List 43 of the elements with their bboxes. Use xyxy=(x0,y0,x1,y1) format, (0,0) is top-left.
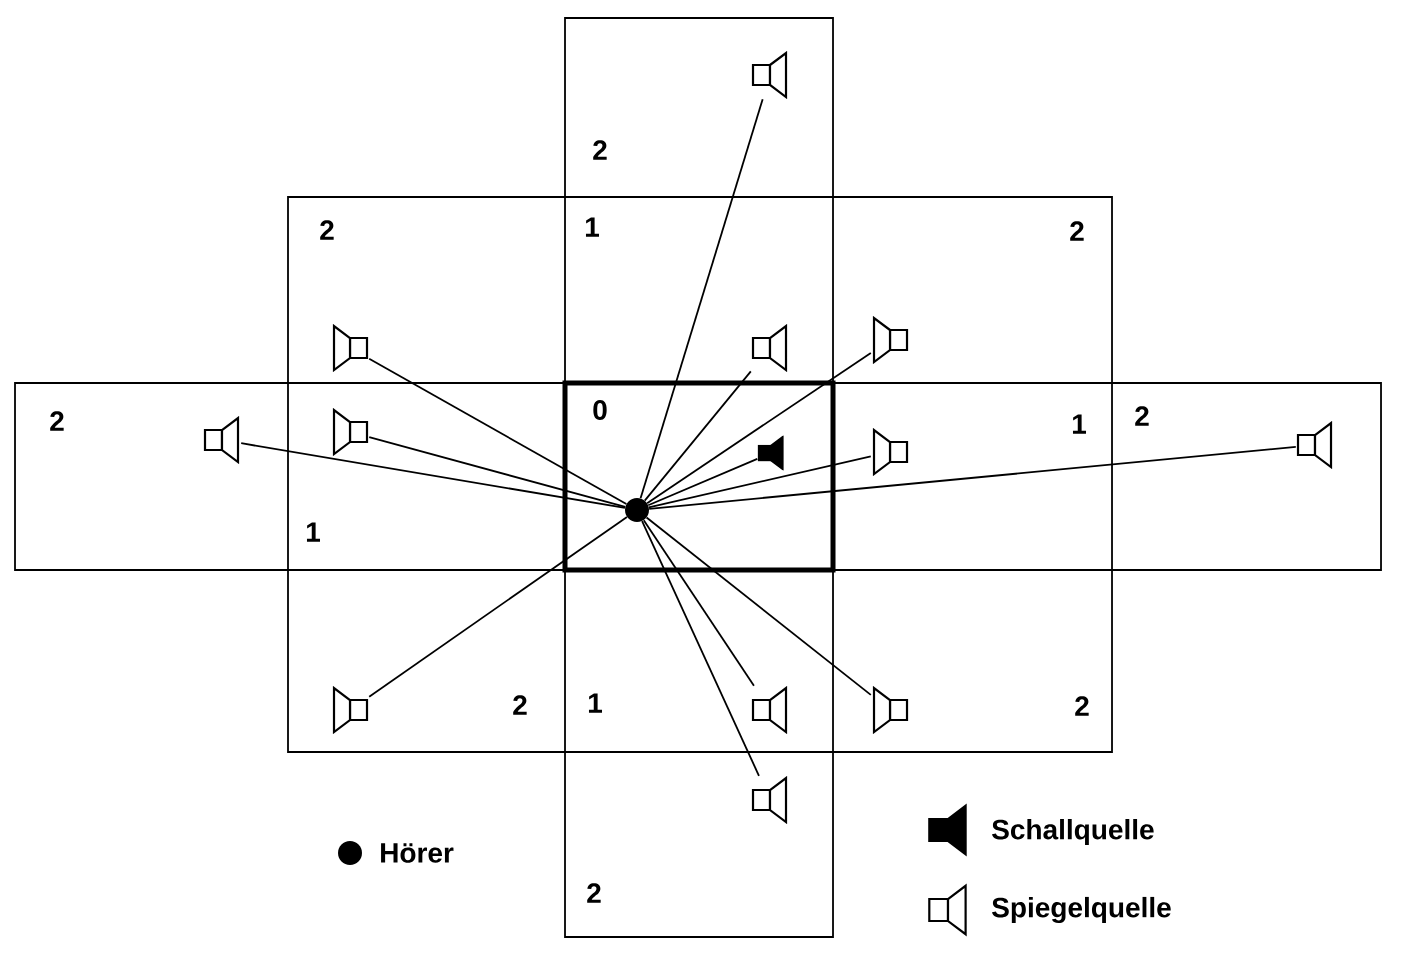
sight-line xyxy=(645,516,872,696)
sight-line xyxy=(368,516,628,698)
sight-line xyxy=(368,436,627,508)
mirror-source-icon xyxy=(872,686,909,734)
reflection-order-number: 1 xyxy=(589,693,602,713)
sight-line xyxy=(642,519,755,687)
mirror-source-icon xyxy=(1296,421,1333,469)
reflection-order-number: 1 xyxy=(1073,414,1086,434)
sight-line xyxy=(648,455,872,509)
sight-line xyxy=(240,442,626,509)
mirror-source-icon xyxy=(332,686,369,734)
mirror-source-icon xyxy=(332,324,369,372)
listener-dot xyxy=(625,498,649,522)
reflection-order-number: 2 xyxy=(587,883,601,903)
mirror-source-icon xyxy=(751,51,788,99)
sight-line xyxy=(647,457,759,507)
mirror-source-icon xyxy=(751,776,788,824)
reflection-order-number: 2 xyxy=(1075,696,1089,716)
sight-line xyxy=(646,352,872,505)
sight-line xyxy=(641,520,760,777)
mirror-source-icon xyxy=(872,316,909,364)
mirror-source-icon xyxy=(332,408,369,456)
legend-label: Hörer xyxy=(381,843,454,863)
reflection-order-number: 2 xyxy=(1135,406,1149,426)
reflection-order-number: 1 xyxy=(306,522,320,542)
reflection-order-number: 2 xyxy=(50,411,64,431)
reflection-order-number: 2 xyxy=(320,220,334,240)
sight-line xyxy=(368,357,628,505)
sight-line xyxy=(643,370,752,502)
reflection-order-number: 2 xyxy=(593,140,607,160)
sound-source-icon xyxy=(757,435,784,471)
reflection-order-number: 2 xyxy=(1070,221,1084,241)
mirror-source-icon xyxy=(751,686,788,734)
reflection-order-number: 1 xyxy=(586,217,599,237)
mirror-source-icon xyxy=(751,324,788,372)
legend-label: Schallquelle xyxy=(992,818,1154,846)
mirror-source-icon xyxy=(872,428,909,476)
sight-line xyxy=(639,98,764,500)
mirror-source-icon xyxy=(203,416,240,464)
reflection-order-number: 0 xyxy=(593,400,607,420)
sight-line xyxy=(648,445,1297,510)
legend-label: Spiegelquelle xyxy=(992,896,1171,924)
reflection-order-number: 2 xyxy=(513,695,527,715)
